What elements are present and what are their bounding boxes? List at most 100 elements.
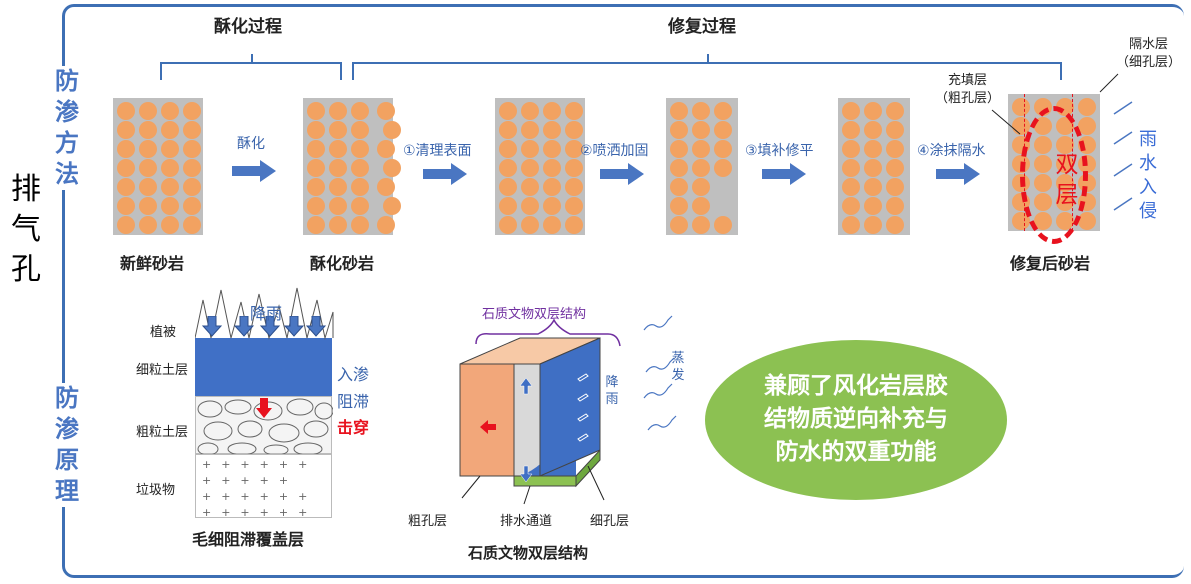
- grain: [565, 140, 583, 158]
- double-layer-ellipse: [1020, 106, 1088, 244]
- grain: [565, 197, 583, 215]
- grain: [139, 140, 157, 158]
- grain: [139, 121, 157, 139]
- grain: [864, 197, 882, 215]
- water-layer-label: 隔水层（细孔层）: [1116, 37, 1182, 70]
- rain-down-arrows-icon: [201, 316, 327, 337]
- grain: [161, 102, 179, 120]
- grain: [307, 140, 325, 158]
- fill-layer-label: 充填层（粗孔层）: [935, 73, 1001, 106]
- grain: [864, 102, 882, 120]
- grain: [670, 216, 688, 234]
- grain: [183, 121, 201, 139]
- grain: [543, 121, 561, 139]
- grain: [329, 121, 347, 139]
- grain: [842, 121, 860, 139]
- grain: [351, 121, 369, 139]
- grain: [351, 197, 369, 215]
- grain: [307, 159, 325, 177]
- grain: [565, 121, 583, 139]
- arrow-right-icon: [232, 160, 276, 182]
- grain: [351, 140, 369, 158]
- grain: [864, 121, 882, 139]
- grain: [886, 140, 904, 158]
- grain: [521, 102, 539, 120]
- grain: [307, 121, 325, 139]
- grain: [139, 216, 157, 234]
- grain: [377, 178, 395, 196]
- grain: [1078, 117, 1096, 135]
- grain: [377, 102, 395, 120]
- grain: [1012, 212, 1030, 230]
- grain: [864, 140, 882, 158]
- grain: [329, 140, 347, 158]
- grain: [383, 159, 401, 177]
- grain: [307, 216, 325, 234]
- grain: [351, 159, 369, 177]
- repaired-sandstone-label: 修复后砂岩: [1010, 254, 1091, 273]
- grain: [329, 216, 347, 234]
- grain: [183, 178, 201, 196]
- gravel-pattern: [197, 398, 334, 456]
- fine-pore-label: 细孔层: [590, 514, 630, 529]
- grain: [499, 178, 517, 196]
- arrow-right-icon: [423, 163, 467, 185]
- weathering-process-title: 酥化过程: [214, 17, 282, 37]
- fine-soil-label: 细粒土层: [136, 363, 189, 378]
- grain: [714, 102, 732, 120]
- grain: [543, 102, 561, 120]
- grain: [161, 159, 179, 177]
- grain: [886, 102, 904, 120]
- grain: [377, 140, 395, 158]
- grain: [886, 178, 904, 196]
- vegetation-label: 植被: [150, 325, 177, 340]
- grain: [543, 197, 561, 215]
- grain: [499, 140, 517, 158]
- grain: [543, 140, 561, 158]
- side-label: 排气孔: [11, 172, 41, 287]
- grain: [183, 197, 201, 215]
- rain-label: 降雨: [250, 304, 283, 323]
- grain: [842, 197, 860, 215]
- grain: [543, 216, 561, 234]
- grain: [565, 159, 583, 177]
- infiltration-label: 入渗: [337, 365, 370, 384]
- double-structure-caption: 石质文物双层结构: [468, 544, 589, 562]
- grain: [161, 197, 179, 215]
- grain: [329, 102, 347, 120]
- grain: [670, 159, 688, 177]
- grain: [351, 102, 369, 120]
- grain: [886, 159, 904, 177]
- grain: [692, 159, 710, 177]
- grain: [864, 178, 882, 196]
- grain: [1078, 212, 1096, 230]
- grain: [842, 140, 860, 158]
- weathering-brace: [160, 54, 342, 80]
- grain: [117, 140, 135, 158]
- grain: [139, 102, 157, 120]
- grain: [714, 140, 732, 158]
- grain: [307, 102, 325, 120]
- diagram-frame: [62, 4, 1184, 578]
- repair-process-title: 修复过程: [668, 17, 736, 37]
- grain: [1078, 98, 1096, 116]
- structure-rain-label: 降雨: [605, 375, 619, 407]
- grain: [499, 197, 517, 215]
- waste-label: 垃圾物: [136, 483, 176, 498]
- grain: [565, 178, 583, 196]
- evaporation-wave-icon: [643, 315, 677, 431]
- capillary-caption: 毛细阻滞覆盖层: [192, 530, 305, 549]
- arrow-label-clean: ①清理表面: [403, 143, 472, 159]
- grain: [692, 197, 710, 215]
- retardation-label: 阻滞: [337, 392, 370, 411]
- grain: [377, 216, 395, 234]
- grain: [383, 121, 401, 139]
- grain: [521, 159, 539, 177]
- grain: [692, 121, 710, 139]
- grain: [521, 140, 539, 158]
- arrow-label-weathering: 酥化: [237, 136, 265, 152]
- grain: [692, 216, 710, 234]
- breakthrough-arrow-icon: [256, 398, 272, 418]
- grain: [499, 121, 517, 139]
- double-layer-label: 双层: [1055, 152, 1079, 208]
